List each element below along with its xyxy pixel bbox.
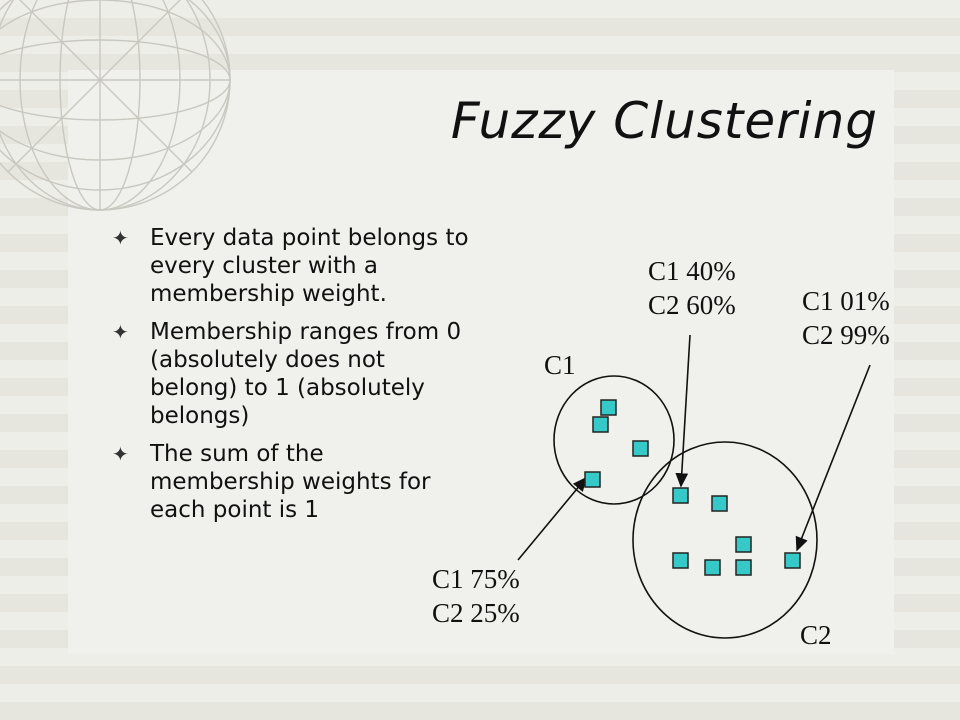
annotation-arrow — [517, 476, 588, 561]
data-point — [735, 536, 752, 553]
star-bullet-icon: ✦ — [112, 442, 129, 466]
cluster2-label: C2 — [800, 620, 832, 650]
wireframe-globe-icon — [0, 0, 231, 211]
data-point — [735, 559, 752, 576]
data-point — [784, 552, 801, 569]
annotation-arrow — [675, 334, 691, 488]
data-point — [672, 487, 689, 504]
annotation-line: C2 99% — [802, 320, 890, 350]
data-point — [711, 495, 728, 512]
membership-annotation: C1 01% C2 99% — [802, 284, 890, 352]
bullet-list: ✦ Every data point belongs to every clus… — [112, 224, 472, 534]
bullet-text: Membership ranges from 0 (absolutely doe… — [150, 319, 462, 429]
star-bullet-icon: ✦ — [112, 320, 129, 344]
annotation-line: C1 01% — [802, 286, 890, 316]
cluster2-outline — [632, 441, 818, 639]
content-panel — [68, 70, 894, 654]
annotation-line: C1 75% — [432, 564, 520, 594]
membership-annotation: C1 75% C2 25% — [432, 562, 520, 630]
data-point — [632, 440, 649, 457]
bullet-text: Every data point belongs to every cluste… — [150, 225, 469, 307]
bullet-item: ✦ Every data point belongs to every clus… — [112, 224, 472, 308]
bullet-item: ✦ The sum of the membership weights for … — [112, 440, 472, 524]
cluster1-label: C1 — [544, 350, 576, 380]
membership-annotation: C1 40% C2 60% — [648, 254, 736, 322]
data-point — [704, 559, 721, 576]
data-point — [672, 552, 689, 569]
bullet-item: ✦ Membership ranges from 0 (absolutely d… — [112, 318, 472, 430]
data-point — [600, 399, 617, 416]
data-point — [592, 416, 609, 433]
annotation-line: C2 60% — [648, 290, 736, 320]
annotation-arrow — [795, 364, 871, 552]
page-title: Fuzzy Clustering — [450, 92, 878, 150]
data-point — [584, 471, 601, 488]
annotation-line: C1 40% — [648, 256, 736, 286]
annotation-line: C2 25% — [432, 598, 520, 628]
bullet-text: The sum of the membership weights for ea… — [150, 441, 431, 523]
cluster1-outline — [553, 375, 675, 505]
star-bullet-icon: ✦ — [112, 226, 129, 250]
